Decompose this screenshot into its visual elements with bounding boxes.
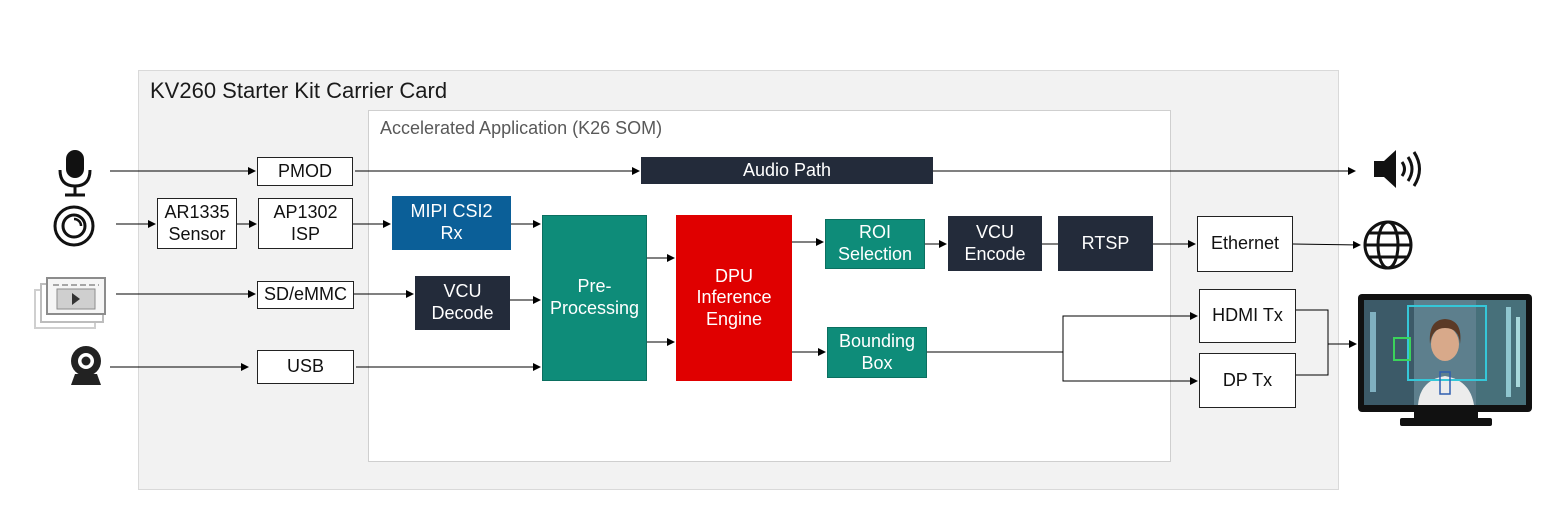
video-files-icon (34, 277, 106, 329)
carrier-card-title: KV260 Starter Kit Carrier Card (150, 78, 448, 103)
dp-tx-block: DP Tx (1199, 353, 1296, 408)
roi-selection-block: ROI Selection (825, 219, 925, 269)
hdmi-tx-block: HDMI Tx (1199, 289, 1296, 343)
microphone-icon (58, 150, 92, 197)
audio-path-block: Audio Path (641, 157, 933, 184)
vcu-decode-block: VCU Decode (415, 276, 510, 330)
bounding-box-block: Bounding Box (827, 327, 927, 378)
som-title: Accelerated Application (K26 SOM) (380, 118, 663, 138)
rtsp-block: RTSP (1058, 216, 1153, 271)
usb-block: USB (257, 350, 354, 384)
vcu-encode-block: VCU Encode (948, 216, 1042, 271)
mipi-csi2-rx-block: MIPI CSI2 Rx (392, 196, 511, 250)
globe-icon (1363, 220, 1413, 270)
speaker-icon (1374, 150, 1421, 188)
preprocessing-block: Pre- Processing (542, 215, 647, 381)
webcam-icon (71, 346, 101, 385)
isp-block: AP1302 ISP (258, 198, 353, 249)
sd-emmc-block: SD/eMMC (257, 281, 354, 309)
camera-lens-icon (53, 205, 95, 247)
pmod-block: PMOD (257, 157, 353, 186)
monitor-icon (1358, 294, 1532, 426)
ethernet-block: Ethernet (1197, 216, 1293, 272)
sensor-block: AR1335 Sensor (157, 198, 237, 249)
dpu-inference-engine-block: DPU Inference Engine (676, 215, 792, 381)
